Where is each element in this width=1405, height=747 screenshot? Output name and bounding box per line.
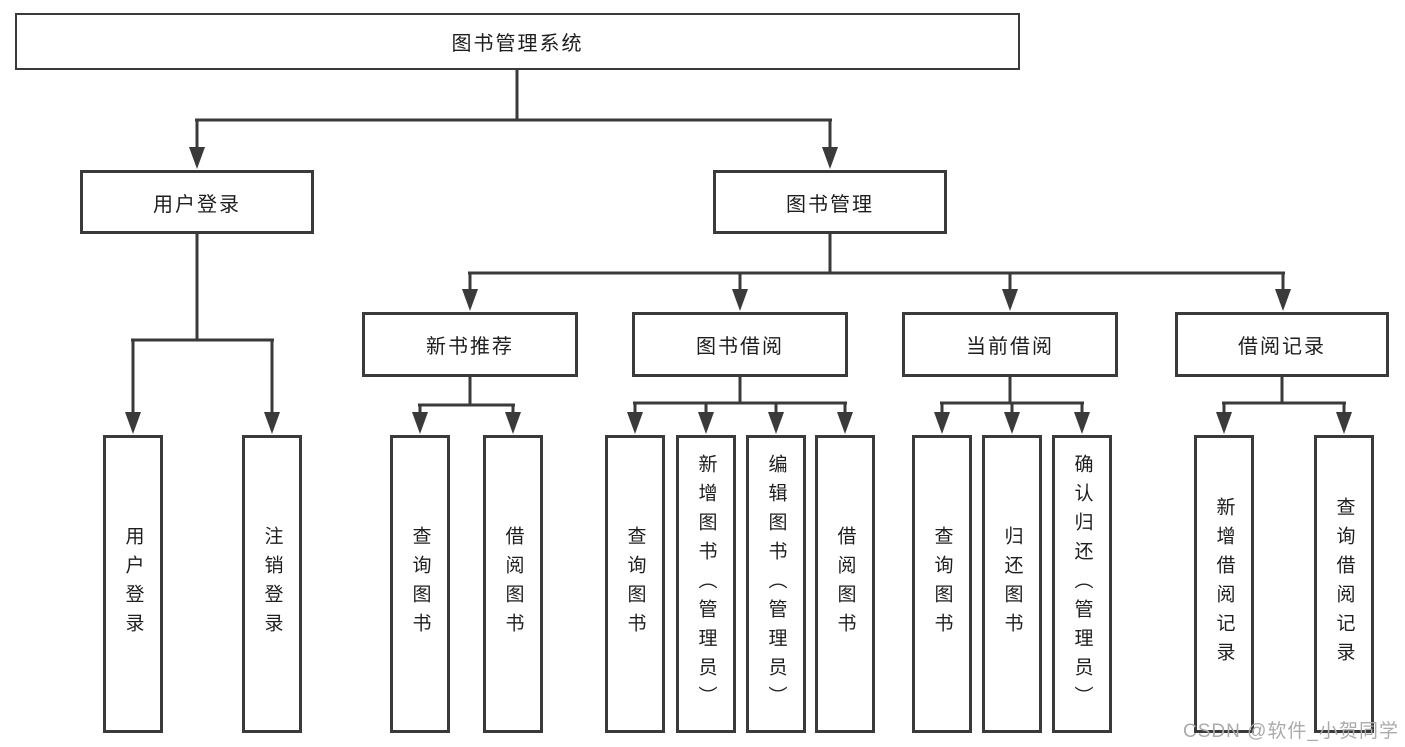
node-user-login-label: 用户登录 <box>153 193 241 216</box>
node-book-management-label: 图书管理 <box>786 193 874 216</box>
leaf-logout-label: 注销登录 <box>261 526 283 642</box>
leaf-user-login-label: 用户登录 <box>122 526 144 642</box>
node-book-borrowing-label: 图书借阅 <box>696 336 784 358</box>
leaf-return-books-label: 归还图书 <box>1001 526 1023 642</box>
leaf-query-books-recommend-label: 查询图书 <box>409 526 431 642</box>
node-user-login: 用户登录 <box>80 170 314 234</box>
node-current-borrowing: 当前借阅 <box>902 312 1118 377</box>
leaf-return-books: 归还图书 <box>982 435 1042 733</box>
leaf-user-login: 用户登录 <box>103 435 163 733</box>
leaf-borrow-books-recommend-label: 借阅图书 <box>502 526 524 642</box>
leaf-edit-books-admin: 编辑图书（管理员） <box>746 435 806 733</box>
leaf-add-borrow-record: 新增借阅记录 <box>1194 435 1254 733</box>
leaf-query-borrow-record-label: 查询借阅记录 <box>1333 497 1355 671</box>
node-root-label: 图书管理系统 <box>451 33 584 55</box>
leaf-borrow-books-borrowing-label: 借阅图书 <box>834 526 856 642</box>
node-current-borrowing-label: 当前借阅 <box>966 336 1054 358</box>
node-borrowing-records: 借阅记录 <box>1175 312 1389 377</box>
node-borrowing-records-label: 借阅记录 <box>1238 336 1326 358</box>
leaf-add-books-admin: 新增图书（管理员） <box>676 435 736 733</box>
leaf-query-books-current: 查询图书 <box>912 435 972 733</box>
node-root: 图书管理系统 <box>15 13 1020 70</box>
leaf-logout: 注销登录 <box>242 435 302 733</box>
leaf-add-books-admin-label: 新增图书（管理员） <box>695 453 717 715</box>
leaf-query-books-borrowing: 查询图书 <box>605 435 665 733</box>
leaf-query-borrow-record: 查询借阅记录 <box>1314 435 1374 733</box>
watermark-text: CSDN @软件_小贺同学 <box>1183 721 1399 742</box>
leaf-edit-books-admin-label: 编辑图书（管理员） <box>765 453 787 715</box>
node-book-borrowing: 图书借阅 <box>632 312 848 377</box>
leaf-confirm-return-admin-label: 确认归还（管理员） <box>1071 453 1093 715</box>
leaf-add-borrow-record-label: 新增借阅记录 <box>1213 497 1235 671</box>
node-new-book-recommend: 新书推荐 <box>362 312 578 377</box>
node-new-book-recommend-label: 新书推荐 <box>426 336 514 358</box>
leaf-confirm-return-admin: 确认归还（管理员） <box>1052 435 1112 733</box>
node-book-management: 图书管理 <box>713 170 947 234</box>
leaf-query-books-current-label: 查询图书 <box>931 526 953 642</box>
leaf-borrow-books-recommend: 借阅图书 <box>483 435 543 733</box>
leaf-borrow-books-borrowing: 借阅图书 <box>815 435 875 733</box>
leaf-query-books-borrowing-label: 查询图书 <box>624 526 646 642</box>
leaf-query-books-recommend: 查询图书 <box>390 435 450 733</box>
